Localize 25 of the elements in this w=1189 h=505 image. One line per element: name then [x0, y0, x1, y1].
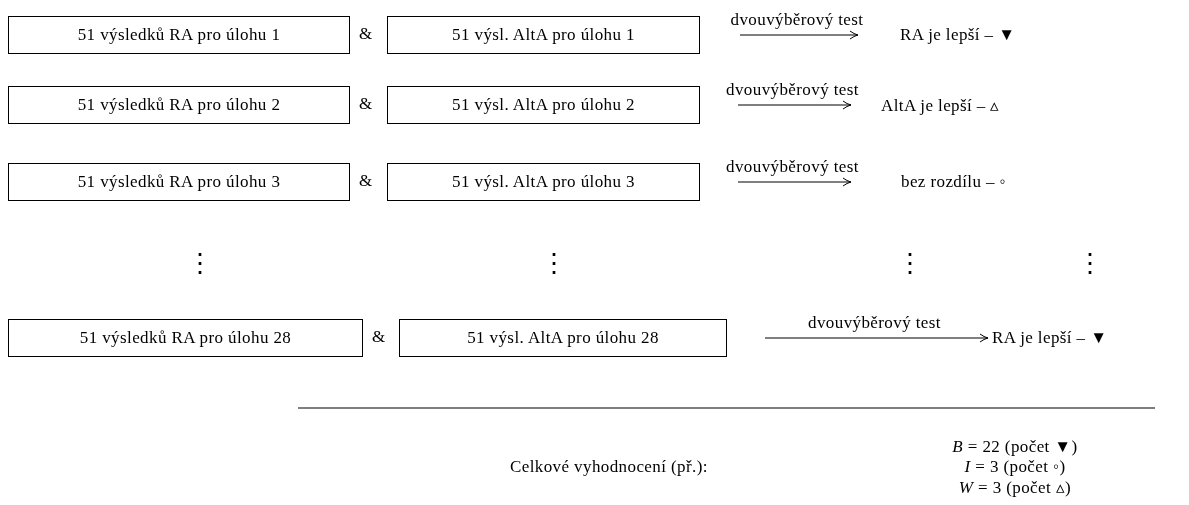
- process-box: 51 výsledků RA pro úlohu 2: [8, 86, 350, 124]
- edge-label: dvouvýběrový test: [730, 10, 864, 30]
- ampersand-symbol: &: [359, 94, 373, 114]
- summary-value: W = 3 (počet ▵): [957, 477, 1073, 498]
- summary-value: I = 3 (počet ◦): [963, 457, 1067, 477]
- ampersand-symbol: &: [372, 327, 386, 347]
- vertical-ellipsis: ⋮: [187, 248, 214, 280]
- vertical-ellipsis: ⋮: [1077, 248, 1104, 280]
- ampersand-symbol: &: [359, 171, 373, 191]
- process-box: 51 výsl. AltA pro úlohu 2: [387, 86, 700, 124]
- vertical-ellipsis: ⋮: [897, 248, 924, 280]
- process-box: 51 výsledků RA pro úlohu 3: [8, 163, 350, 201]
- result-text: RA je lepší – ▼: [988, 323, 1108, 353]
- ampersand-symbol: &: [359, 24, 373, 44]
- edge-label: dvouvýběrový test: [726, 157, 859, 177]
- process-box: 51 výsl. AltA pro úlohu 28: [399, 319, 727, 357]
- vertical-ellipsis: ⋮: [541, 248, 568, 280]
- process-box: 51 výsledků RA pro úlohu 1: [8, 16, 350, 54]
- summary-value: B = 22 (počet ▼): [951, 437, 1079, 457]
- process-box: 51 výsledků RA pro úlohu 28: [8, 319, 363, 357]
- summary-text: Celkové vyhodnocení (př.):: [510, 457, 708, 477]
- edge-label: dvouvýběrový test: [726, 80, 859, 100]
- process-box: 51 výsl. AltA pro úlohu 3: [387, 163, 700, 201]
- process-box: 51 výsl. AltA pro úlohu 1: [387, 16, 700, 54]
- edge-label: dvouvýběrový test: [808, 313, 941, 333]
